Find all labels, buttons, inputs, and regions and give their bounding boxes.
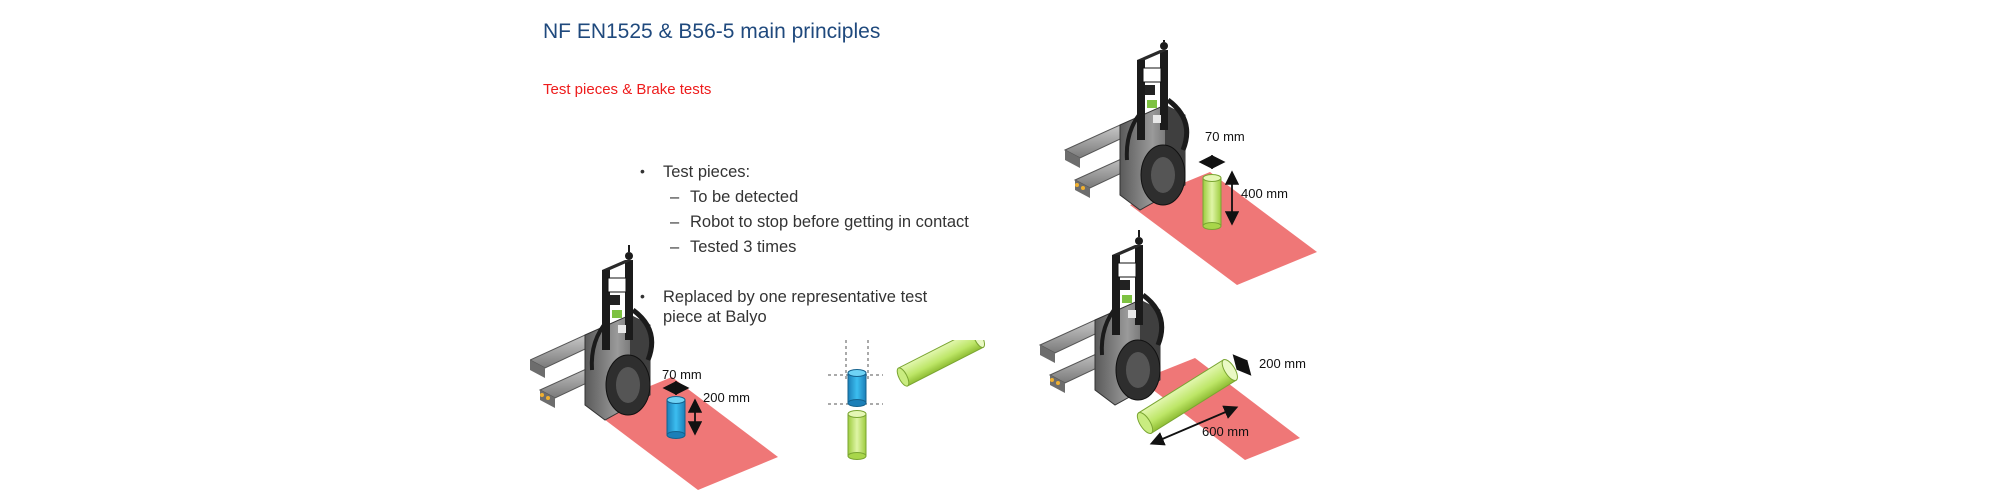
green-test-piece xyxy=(1202,174,1222,230)
green-horizontal-test-piece xyxy=(896,340,986,387)
height-label: 200 mm xyxy=(703,390,750,405)
width-label: 70 mm xyxy=(662,367,702,382)
top-right-robot-figure: 70 mm 400 mm xyxy=(1055,40,1317,285)
slide-title: NF EN1525 & B56-5 main principles xyxy=(543,20,881,43)
diameter-arrow xyxy=(1232,354,1252,376)
robot-illustration xyxy=(1065,40,1187,210)
bullet-text: piece at Balyo xyxy=(663,308,767,326)
width-label: 70 mm xyxy=(1205,129,1245,144)
dash: – xyxy=(670,213,680,231)
test-piece-comparison xyxy=(828,340,986,460)
sub-item-text: Robot to stop before getting in contact xyxy=(690,213,969,231)
length-arrow xyxy=(1149,405,1239,446)
sub-item-text: To be detected xyxy=(690,188,799,206)
bullet-text: Test pieces: xyxy=(663,163,751,181)
slide-subtitle: Test pieces & Brake tests xyxy=(543,81,712,98)
dash: – xyxy=(670,238,680,256)
diameter-label: 200 mm xyxy=(1259,356,1306,371)
detection-zone xyxy=(1130,172,1317,285)
bottom-right-robot-figure: 200 mm 600 mm xyxy=(1035,230,1306,460)
left-robot-figure: 70 mm 200 mm xyxy=(530,245,778,490)
green-vertical-test-piece xyxy=(847,410,867,460)
length-label: 600 mm xyxy=(1202,424,1249,439)
dash: – xyxy=(670,188,680,206)
bullet-dot: • xyxy=(640,288,645,304)
bullet-dot: • xyxy=(640,163,645,179)
robot-illustration xyxy=(530,245,652,420)
height-label: 400 mm xyxy=(1241,186,1288,201)
sub-item-text: Tested 3 times xyxy=(690,238,797,256)
bullet-text: Replaced by one representative test xyxy=(663,288,928,306)
blue-test-piece xyxy=(847,369,867,407)
blue-test-piece xyxy=(666,396,686,439)
robot-illustration xyxy=(1040,230,1162,405)
